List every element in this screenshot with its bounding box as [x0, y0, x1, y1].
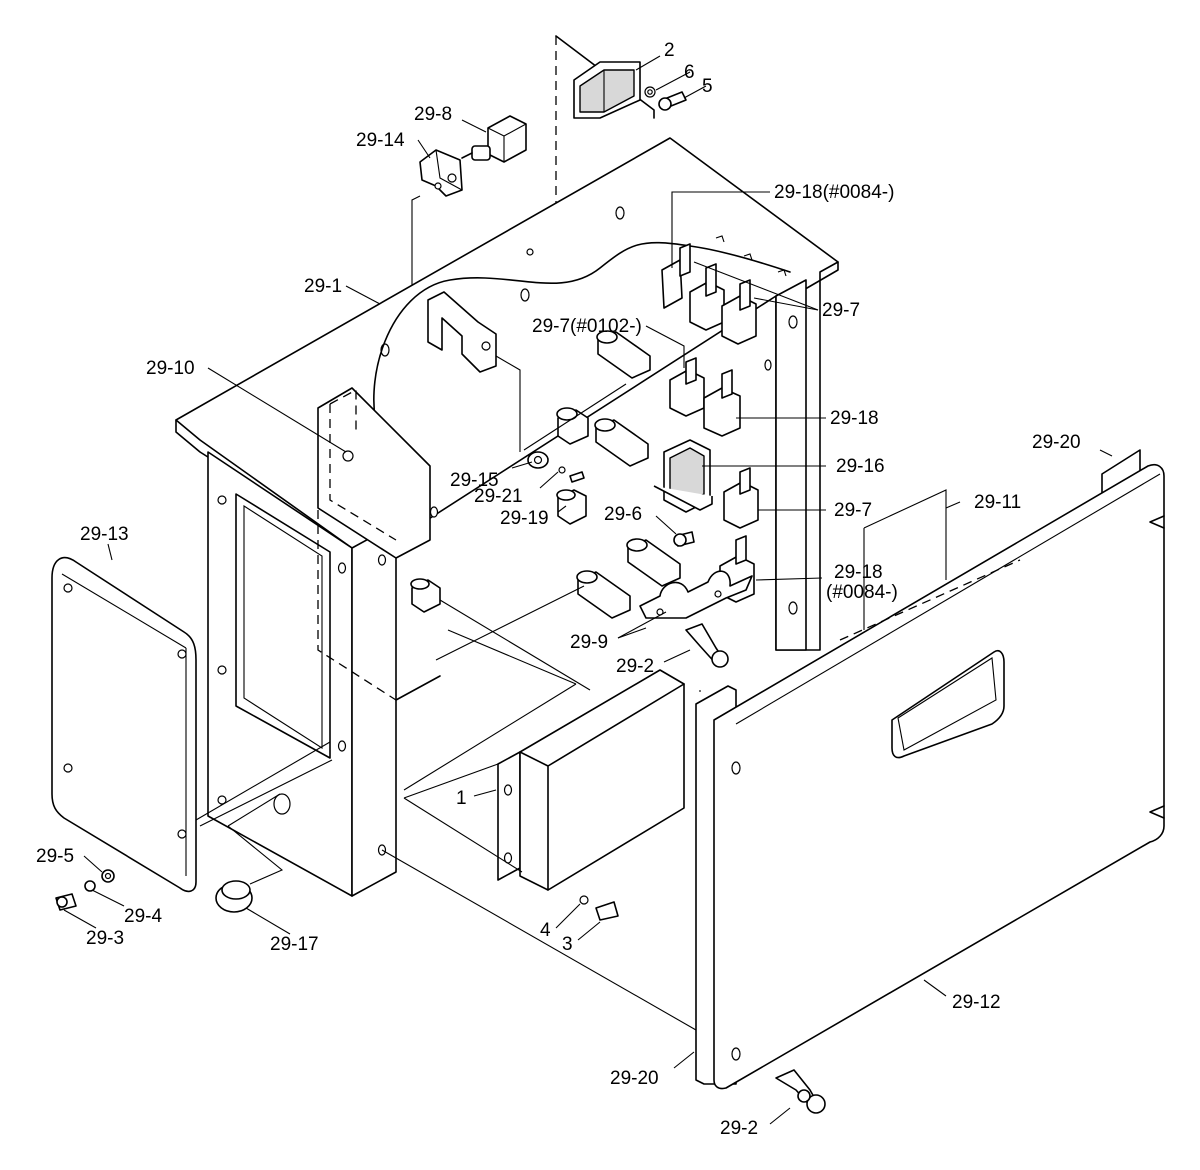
label-29-7-top: 29-7: [822, 300, 860, 321]
label-29-16: 29-16: [836, 456, 885, 477]
left-cover-29-13: [51, 556, 333, 911]
label-5: 5: [702, 76, 713, 97]
label-29-11: 29-11: [974, 492, 1021, 513]
label-29-19: 29-19: [500, 508, 549, 529]
label-29-15: 29-15: [450, 470, 499, 491]
label-29-18-low-b: (#0084-): [826, 582, 898, 603]
relays: [653, 235, 787, 603]
leader-lines: [63, 55, 1113, 1125]
label-29-13: 29-13: [80, 524, 129, 545]
label-29-4: 29-4: [124, 906, 162, 927]
label-29-21: 29-21: [474, 486, 523, 507]
label-29-3: 29-3: [86, 928, 124, 949]
label-29-7-0102: 29-7(#0102-): [532, 316, 642, 337]
cover-29-12: [695, 449, 1165, 1090]
clamp-29-9: [639, 531, 753, 668]
label-29-6: 29-6: [604, 504, 642, 525]
label-29-18-low-a: 29-18: [834, 562, 883, 583]
label-29-20-top: 29-20: [1032, 432, 1081, 453]
label-29-9: 29-9: [570, 632, 608, 653]
control-box-1: [403, 669, 685, 921]
label-29-1: 29-1: [304, 276, 342, 297]
label-6: 6: [684, 62, 695, 83]
side-frame: [207, 387, 441, 897]
label-29-2-mid: 29-2: [616, 656, 654, 677]
assembly-lines: [381, 629, 701, 1031]
label-29-14: 29-14: [356, 130, 405, 151]
switch-29-8: [461, 115, 527, 163]
bolt-29-2-bottom: [775, 1069, 826, 1114]
label-29-2-bottom: 29-2: [720, 1118, 758, 1139]
label-29-8: 29-8: [414, 104, 452, 125]
label-2: 2: [664, 40, 675, 61]
label-29-7-mid: 29-7: [834, 500, 872, 521]
label-4: 4: [540, 920, 551, 941]
label-29-18-top: 29-18(#0084-): [774, 182, 894, 203]
label-29-5: 29-5: [36, 846, 74, 867]
label-29-20-bottom: 29-20: [610, 1068, 659, 1089]
label-29-12: 29-12: [952, 992, 1001, 1013]
label-3: 3: [562, 934, 573, 955]
label-1: 1: [456, 788, 467, 809]
label-29-10: 29-10: [146, 358, 195, 379]
part-2-mount: [555, 35, 687, 300]
label-29-17: 29-17: [270, 934, 319, 955]
standoffs: [410, 330, 681, 691]
z-bracket: [427, 291, 521, 452]
grommet-29-17: [215, 793, 284, 913]
label-29-18-mid: 29-18: [830, 408, 879, 429]
callout-labels: 2 6 5 29-8 29-14 29-18(#0084-) 29-1 29-7…: [36, 40, 1081, 1139]
